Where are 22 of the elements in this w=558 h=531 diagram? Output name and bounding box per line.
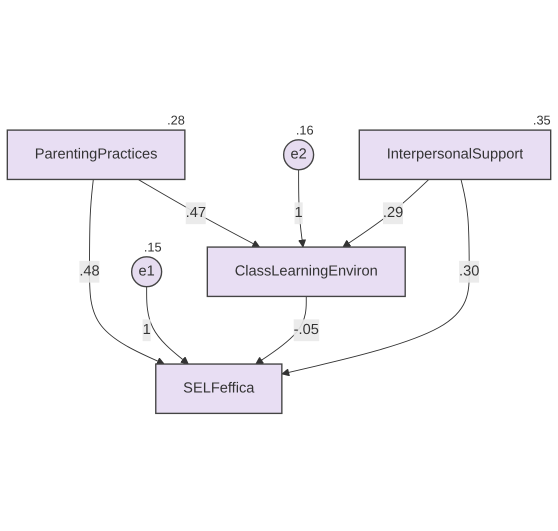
edge-label: .29	[382, 205, 404, 221]
node-circle: e1	[130, 256, 162, 288]
estimate-value: .35	[532, 112, 551, 128]
edge-label: .30	[459, 264, 480, 280]
node-box: InterpersonalSupport	[358, 130, 552, 180]
edge-label: -.05	[294, 322, 319, 338]
estimate-value: .15	[144, 239, 162, 254]
node-box: ParentingPractices	[6, 130, 186, 180]
edge-label: .48	[79, 264, 100, 280]
arrow	[146, 286, 189, 365]
arrow	[342, 179, 430, 248]
edge-label: 1	[294, 205, 303, 221]
arrow	[89, 179, 165, 365]
edge-label: .47	[186, 205, 206, 221]
edge-label: 1	[142, 322, 151, 338]
node-box: SELFeffica	[155, 364, 283, 414]
node-box: ClassLearningEnviron	[206, 246, 406, 298]
arrow	[281, 179, 470, 376]
estimate-value: .28	[167, 112, 185, 128]
arrow	[138, 179, 260, 248]
estimate-value: .16	[296, 122, 314, 138]
node-circle: e2	[282, 139, 314, 171]
